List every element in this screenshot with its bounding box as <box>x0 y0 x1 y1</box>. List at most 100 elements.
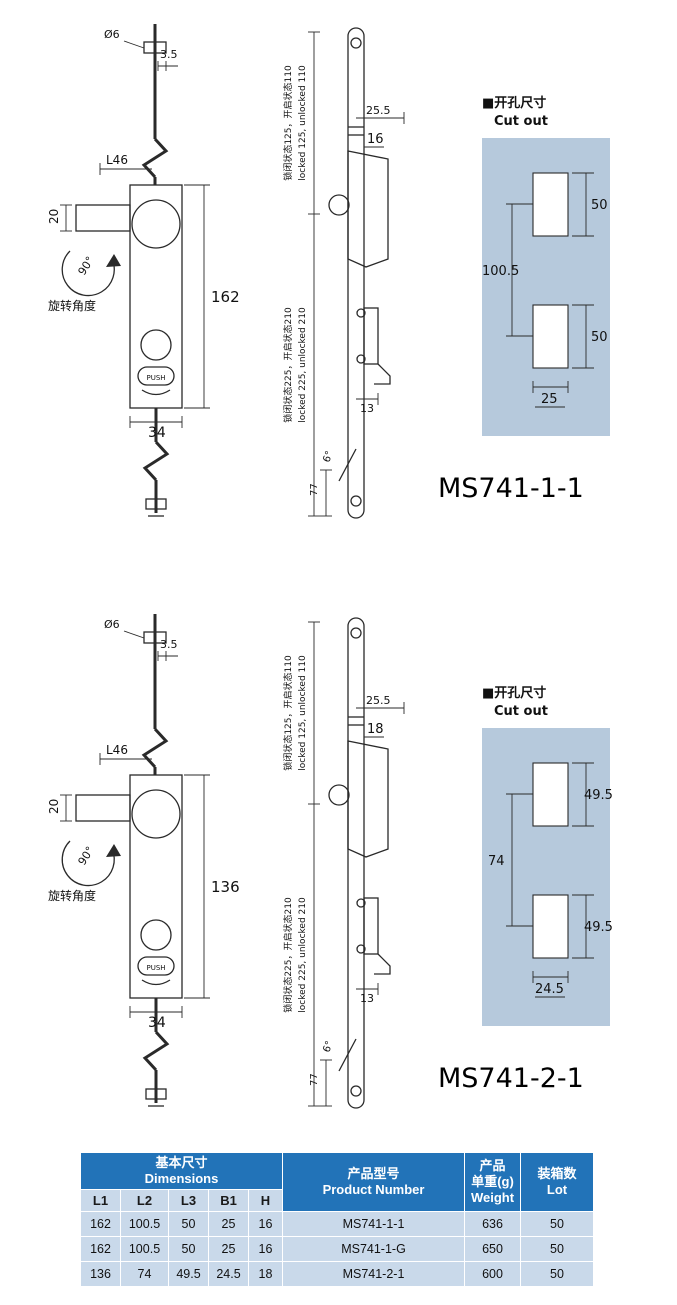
header-product-number: 产品型号 Product Number <box>282 1152 465 1212</box>
header-lot-en: Lot <box>546 1182 568 1197</box>
dim-angle-90: 90° <box>76 844 97 867</box>
cell-lot: 50 <box>520 1211 594 1237</box>
dim-body-height: 136 <box>211 878 240 896</box>
side-view: Ø6 3.5 L46 20 90° 旋转角度 136 PUSH 34 <box>47 614 240 1107</box>
cutout-hole-top <box>532 172 569 237</box>
dim-length-77: 77 <box>309 1073 320 1086</box>
cell-lot: 50 <box>520 1261 594 1287</box>
side-view-geometry <box>61 614 183 1107</box>
cutout-dimensions <box>506 172 594 408</box>
side-view: Ø6 3.5 L46 20 90° 旋转角度 162 PUSH 34 <box>47 24 240 517</box>
product-unit-bottom: Ø6 3.5 L46 20 90° 旋转角度 136 PUSH 34 <box>14 598 654 1133</box>
header-lot: 装箱数 Lot <box>520 1152 594 1212</box>
side-view-dimensions <box>60 40 210 428</box>
cutout-dim-center: 74 <box>488 854 505 869</box>
cutout-dim-width: 24.5 <box>535 982 564 997</box>
cell-l3: 49.5 <box>168 1261 209 1287</box>
cutout-hole-bottom <box>532 304 569 369</box>
front-view-geometry <box>328 27 391 519</box>
front-view-geometry <box>328 617 391 1109</box>
cutout-dim-width: 25 <box>541 392 558 407</box>
dim-bracket: 13 <box>360 992 374 1005</box>
cell-l2: 100.5 <box>120 1236 169 1262</box>
cell-l1: 162 <box>80 1211 121 1237</box>
dim-depth: 20 <box>47 799 61 814</box>
side-view-geometry <box>61 24 183 517</box>
dim-diameter: Ø6 <box>104 618 120 631</box>
cell-b1: 25 <box>208 1236 249 1262</box>
header-lot-cn: 装箱数 <box>537 1165 577 1181</box>
cell-weight: 600 <box>464 1261 521 1287</box>
cell-weight: 650 <box>464 1236 521 1262</box>
dim-diameter: Ø6 <box>104 28 120 41</box>
push-button-label: PUSH <box>146 964 165 972</box>
rotation-arrow <box>61 250 115 297</box>
technical-drawing-2: Ø6 3.5 L46 20 90° 旋转角度 136 PUSH 34 <box>47 614 613 1109</box>
header-weight-en: Weight <box>470 1190 515 1206</box>
cell-product: MS741-2-1 <box>282 1261 465 1287</box>
cutout-dim-center: 100.5 <box>482 264 519 279</box>
dim-tab: 16 <box>367 132 384 147</box>
dim-body-width: 34 <box>148 425 166 441</box>
cutout-view: ■开孔尺寸 Cut out 50 100.5 5 <box>482 95 610 436</box>
spec-table: 基本尺寸 Dimensions 产品型号 Product Number 产品 单… <box>80 1152 594 1287</box>
cell-h: 16 <box>248 1236 283 1262</box>
cell-l1: 162 <box>80 1236 121 1262</box>
cutout-dimensions <box>506 762 594 998</box>
cell-b1: 25 <box>208 1211 249 1237</box>
dim-offset: 3.5 <box>160 638 178 651</box>
dim-l46: L46 <box>106 153 128 167</box>
col-h: H <box>248 1189 283 1212</box>
dim-top-width: 25.5 <box>366 694 391 707</box>
cutout-dim-bottom: 49.5 <box>584 920 613 935</box>
cell-l2: 74 <box>120 1261 169 1287</box>
cutout-title-cn: ■开孔尺寸 <box>482 685 546 701</box>
dim-depth: 20 <box>47 209 61 224</box>
cutout-title-cn: ■开孔尺寸 <box>482 95 546 111</box>
state-top-en: locked 125, unlocked 110 <box>298 65 308 181</box>
push-button-label: PUSH <box>146 374 165 382</box>
dim-l46: L46 <box>106 743 128 757</box>
table-row: 162 100.5 50 25 16 MS741-1-G 650 50 <box>80 1236 594 1262</box>
front-view: 锁闭状态125，开启状态110 locked 125, unlocked 110… <box>282 617 405 1109</box>
rotate-angle-label: 旋转角度 <box>48 298 96 313</box>
model-number: MS741-2-1 <box>438 1063 584 1094</box>
dim-angle-90: 90° <box>76 254 97 277</box>
cell-l3: 50 <box>168 1236 209 1262</box>
cutout-title-en: Cut out <box>494 114 548 129</box>
state-top-cn: 锁闭状态125，开启状态110 <box>282 655 294 771</box>
col-l2: L2 <box>120 1189 169 1212</box>
header-weight-cn2: 单重(g) <box>471 1173 514 1189</box>
header-weight: 产品 单重(g) Weight <box>464 1152 521 1212</box>
header-dimensions-en: Dimensions <box>144 1171 219 1186</box>
dim-length-77: 77 <box>309 483 320 496</box>
side-view-dimensions <box>60 630 210 1018</box>
col-l1: L1 <box>80 1189 121 1212</box>
cell-product: MS741-1-G <box>282 1236 465 1262</box>
front-view-dimensions <box>308 621 405 1107</box>
technical-drawing-1: Ø6 3.5 L46 20 90° 旋转角度 162 PUSH 34 <box>47 24 610 519</box>
dim-top-width: 25.5 <box>366 104 391 117</box>
state-bottom-en: locked 225, unlocked 210 <box>298 307 308 423</box>
cell-l2: 100.5 <box>120 1211 169 1237</box>
cutout-hole-top <box>532 762 569 827</box>
dim-angle-6: 6° <box>321 1040 335 1054</box>
state-bottom-en: locked 225, unlocked 210 <box>298 897 308 1013</box>
cutout-hole-bottom <box>532 894 569 959</box>
header-weight-cn: 产品 <box>479 1157 506 1173</box>
col-l3: L3 <box>168 1189 209 1212</box>
cell-lot: 50 <box>520 1236 594 1262</box>
cell-b1: 24.5 <box>208 1261 249 1287</box>
header-dimensions: 基本尺寸 Dimensions <box>80 1152 283 1190</box>
cell-weight: 636 <box>464 1211 521 1237</box>
cutout-dim-top: 49.5 <box>584 788 613 803</box>
spec-table-section: 基本尺寸 Dimensions 产品型号 Product Number 产品 单… <box>80 1152 594 1287</box>
cell-product: MS741-1-1 <box>282 1211 465 1237</box>
state-top-en: locked 125, unlocked 110 <box>298 655 308 771</box>
state-bottom-cn: 锁闭状态225，开启状态210 <box>282 307 294 423</box>
col-b1: B1 <box>208 1189 249 1212</box>
cell-h: 18 <box>248 1261 283 1287</box>
cell-l3: 50 <box>168 1211 209 1237</box>
rotation-arrow <box>61 840 115 887</box>
